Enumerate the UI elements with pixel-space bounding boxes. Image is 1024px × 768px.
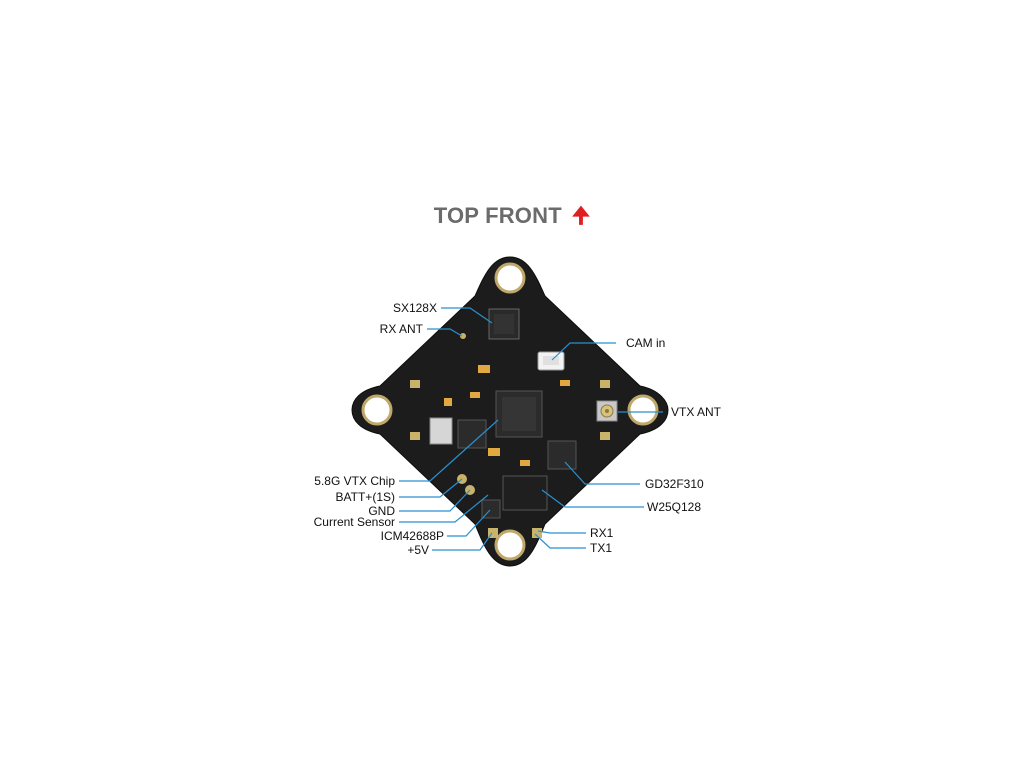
label-icm42688p: ICM42688P (380, 529, 444, 543)
small-components (444, 365, 570, 466)
main-mcu-chip (495, 390, 543, 438)
diagram-title: TOP FRONT 🠉 (0, 199, 1024, 237)
label-gd32f310: GD32F310 (645, 477, 704, 491)
sx128x-chip (488, 308, 520, 340)
w25q128-chip (502, 475, 548, 511)
label-rx1: RX1 (590, 526, 614, 540)
cam-connector (537, 351, 565, 371)
mounting-holes (361, 262, 659, 561)
label-w25q128: W25Q128 (647, 500, 702, 514)
label-sx128x: SX128X (392, 301, 437, 315)
crystal (429, 417, 453, 445)
label-vtx-chip: 5.8G VTX Chip (314, 474, 395, 488)
gd32f310-chip (547, 440, 577, 470)
label-batt: BATT+(1S) (335, 490, 395, 504)
leader-lines (399, 307, 663, 551)
title-text: TOP FRONT (433, 203, 562, 228)
red-up-arrow-icon: 🠉 (571, 203, 591, 228)
label-cam-in: CAM in (626, 336, 666, 350)
vtx-antenna-connector (596, 400, 618, 422)
label-vtx-ant: VTX ANT (671, 405, 722, 419)
label-current-sensor: Current Sensor (313, 515, 395, 529)
label-gnd: GND (368, 504, 395, 518)
rx-antenna-pad (460, 333, 466, 339)
label-plus-5v: +5V (407, 543, 429, 557)
label-tx1: TX1 (590, 541, 613, 555)
label-rx-ant: RX ANT (379, 322, 423, 336)
